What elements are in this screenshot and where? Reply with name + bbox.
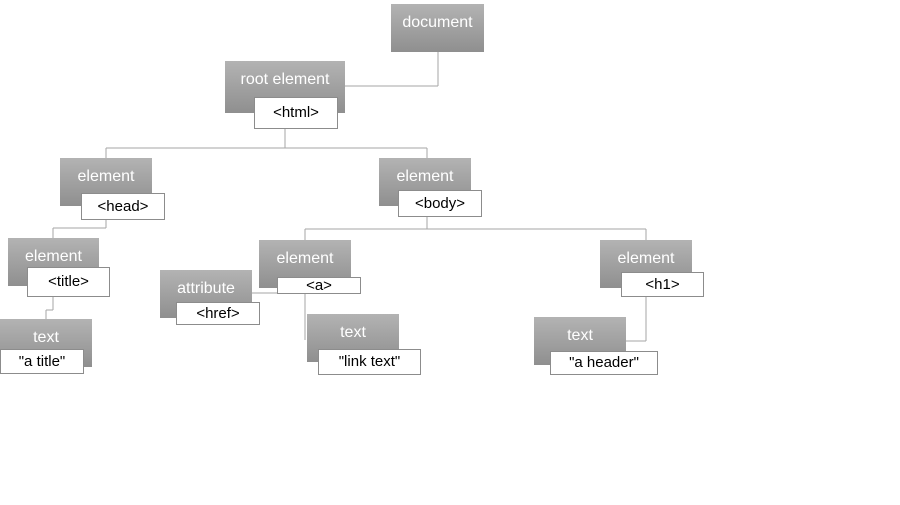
href-tag-box: <href> [176,302,260,325]
h1-tag-box: <h1> [621,272,704,297]
link-text-value-box: "link text" [318,349,421,375]
document-node: document [391,4,484,52]
head-tag-box: <head> [81,193,165,220]
title-tag-box: <title> [27,267,110,297]
html-tag-box: <html> [254,97,338,129]
body-tag-box: <body> [398,190,482,217]
title-text-value-box: "a title" [0,349,84,374]
header-text-value-box: "a header" [550,351,658,375]
anchor-tag-box: <a> [277,277,361,294]
